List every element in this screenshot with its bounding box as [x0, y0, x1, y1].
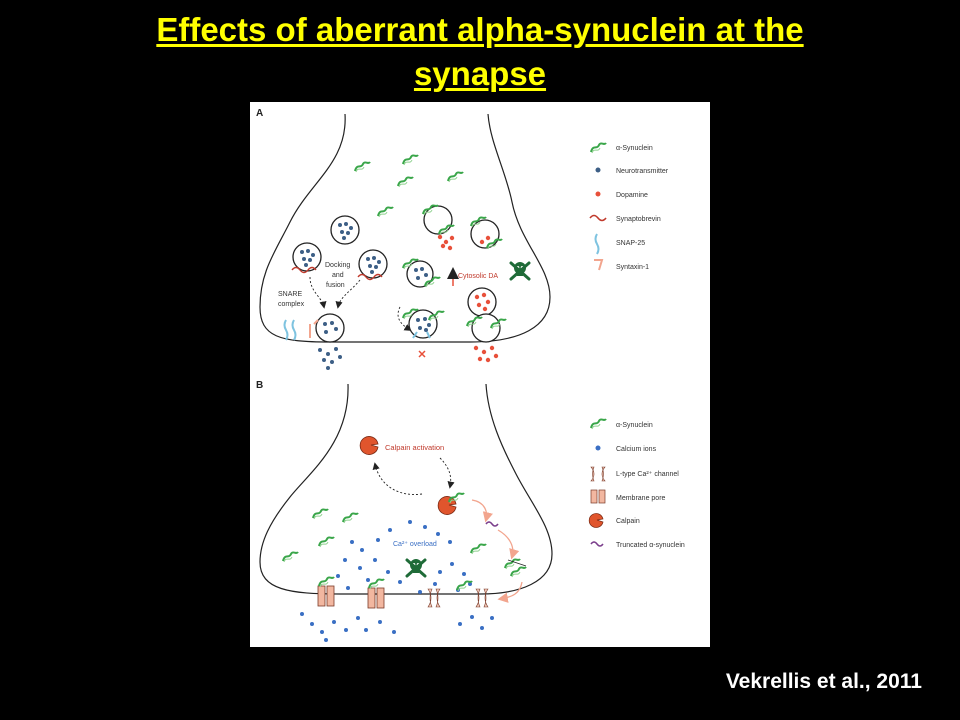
cytosolic-da-label: Cytosolic DA [458, 273, 498, 280]
dopamine-vesicle-2 [470, 216, 503, 250]
vesicle-neurotransmitter-1 [330, 215, 360, 245]
presynaptic-terminal-b [259, 383, 553, 595]
panel-a-label: A [256, 108, 263, 119]
legend-a: α-Synuclein Neurotransmitter Dopamine Sy… [589, 142, 669, 271]
calcium-overload-label: Ca²⁺ overload [393, 541, 437, 548]
legend-b-membrane-pore: Membrane pore [616, 495, 666, 502]
slide-title-line-2: synapse [413, 55, 547, 92]
fused-vesicle-a1 [283, 313, 345, 370]
truncated-synuclein-b [485, 521, 499, 527]
calcium-ions-cytoplasm [336, 520, 472, 594]
vesicle-synuclein-bound [402, 258, 445, 358]
toxicity-skull-icon-b [405, 557, 427, 578]
vesicle-neurotransmitter-2 [291, 242, 322, 274]
and-label: and [332, 272, 344, 279]
fusion-label: fusion [326, 282, 345, 289]
dopamine-vesicle-1 [422, 204, 455, 251]
snare-label-1: SNARE [278, 291, 302, 298]
membrane-pores [317, 576, 385, 609]
synapse-figure: A Docking and fusion SNARE complex [250, 102, 710, 647]
synuclein-cluster-b [282, 508, 487, 563]
legend-a-neurotransmitter: Neurotransmitter [616, 168, 669, 175]
legend-a-snap25: SNAP-25 [616, 240, 645, 247]
legend-a-syntaxin: Syntaxin-1 [616, 264, 649, 271]
toxicity-skull-icon-a [509, 260, 531, 281]
legend-a-synaptobrevin: Synaptobrevin [616, 216, 661, 223]
calcium-ions-extracellular [300, 612, 494, 642]
legend-a-synuclein: α-Synuclein [616, 145, 653, 152]
synuclein-cluster-a [354, 154, 464, 218]
dopamine-vesicle-3 [466, 287, 507, 363]
vesicle-neurotransmitter-3 [357, 249, 388, 281]
legend-a-dopamine: Dopamine [616, 192, 648, 199]
calpain-free [359, 436, 379, 455]
snare-label-2: complex [278, 301, 305, 308]
legend-b-calcium-ions: Calcium ions [616, 446, 657, 453]
legend-b-l-type-channel: L-type Ca²⁺ channel [616, 471, 679, 478]
l-type-calcium-channels [427, 580, 489, 608]
docking-label: Docking [325, 262, 350, 269]
panel-b-label: B [256, 380, 263, 391]
calpain-bound [437, 492, 465, 515]
legend-b-calpain: Calpain [616, 518, 640, 525]
aggregated-synuclein-b [504, 558, 527, 578]
legend-b: α-Synuclein Calcium ions L-type Ca²⁺ cha… [588, 418, 685, 549]
legend-b-truncated-synuclein: Truncated α-synuclein [616, 542, 685, 549]
slide-title-line-1: Effects of aberrant alpha-synuclein at t… [156, 11, 804, 48]
citation: Vekrellis et al., 2011 [725, 670, 922, 693]
legend-b-synuclein: α-Synuclein [616, 422, 653, 429]
calpain-activation-label: Calpain activation [385, 443, 444, 452]
slide-title: Effects of aberrant alpha-synuclein at t… [0, 8, 960, 96]
